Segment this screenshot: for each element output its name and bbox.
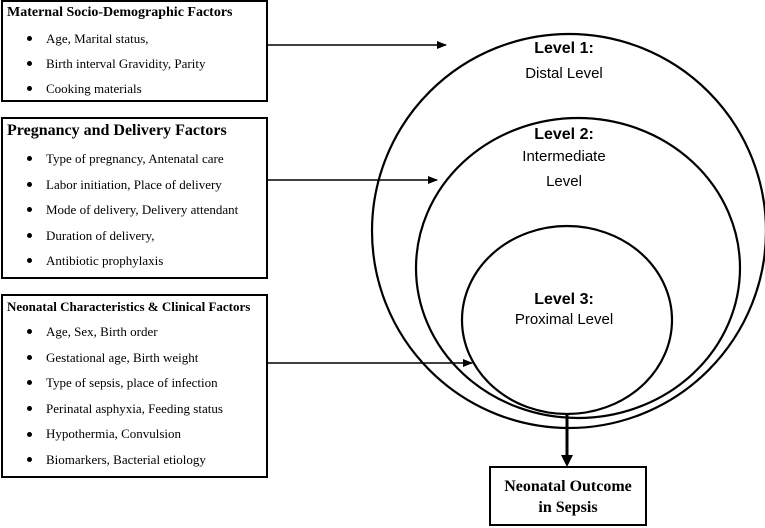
- level1-subtitle: Distal Level: [525, 65, 603, 82]
- maternal-factors-list: Age, Marital status, Birth interval Grav…: [3, 26, 266, 101]
- list-item: Type of pregnancy, Antenatal care: [3, 146, 266, 172]
- list-item: Antibiotic prophylaxis: [3, 248, 266, 274]
- list-item: Perinatal asphyxia, Feeding status: [3, 396, 266, 422]
- outcome-line2: in Sepsis: [538, 499, 598, 516]
- list-item: Gestational age, Birth weight: [3, 345, 266, 371]
- maternal-factors-box: Maternal Socio-Demographic Factors Age, …: [1, 0, 268, 102]
- level3-title: Level 3:: [534, 291, 594, 308]
- pregnancy-factors-box: Pregnancy and Delivery Factors Type of p…: [1, 117, 268, 279]
- level1-title: Level 1:: [534, 40, 594, 57]
- level2-subtitle-line1: Intermediate: [522, 148, 605, 165]
- level1-circle: [370, 32, 765, 430]
- list-item: Cooking materials: [3, 76, 266, 101]
- neonatal-factors-box: Neonatal Characteristics & Clinical Fact…: [1, 294, 268, 478]
- level2-title: Level 2:: [534, 126, 594, 143]
- list-item: Duration of delivery,: [3, 223, 266, 249]
- list-item: Age, Marital status,: [3, 26, 266, 51]
- list-item: Hypothermia, Convulsion: [3, 421, 266, 447]
- pregnancy-factors-list: Type of pregnancy, Antenatal care Labor …: [3, 146, 266, 274]
- list-item: Type of sepsis, place of infection: [3, 370, 266, 396]
- list-item: Biomarkers, Bacterial etiology: [3, 447, 266, 473]
- level2-subtitle-line2: Level: [546, 173, 582, 190]
- list-item: Age, Sex, Birth order: [3, 319, 266, 345]
- list-item: Birth interval Gravidity, Parity: [3, 51, 266, 76]
- neonatal-factors-title: Neonatal Characteristics & Clinical Fact…: [7, 299, 251, 314]
- outcome-line1: Neonatal Outcome: [504, 478, 632, 495]
- level3-subtitle: Proximal Level: [515, 311, 613, 328]
- pregnancy-factors-title: Pregnancy and Delivery Factors: [7, 122, 227, 139]
- maternal-factors-title: Maternal Socio-Demographic Factors: [7, 5, 233, 20]
- list-item: Mode of delivery, Delivery attendant: [3, 197, 266, 223]
- outcome-box: Neonatal Outcome in Sepsis: [489, 466, 647, 526]
- arrow-to-outcome-head: [561, 455, 573, 467]
- neonatal-factors-list: Age, Sex, Birth order Gestational age, B…: [3, 319, 266, 473]
- list-item: Labor initiation, Place of delivery: [3, 172, 266, 198]
- level2-circle: [414, 116, 742, 420]
